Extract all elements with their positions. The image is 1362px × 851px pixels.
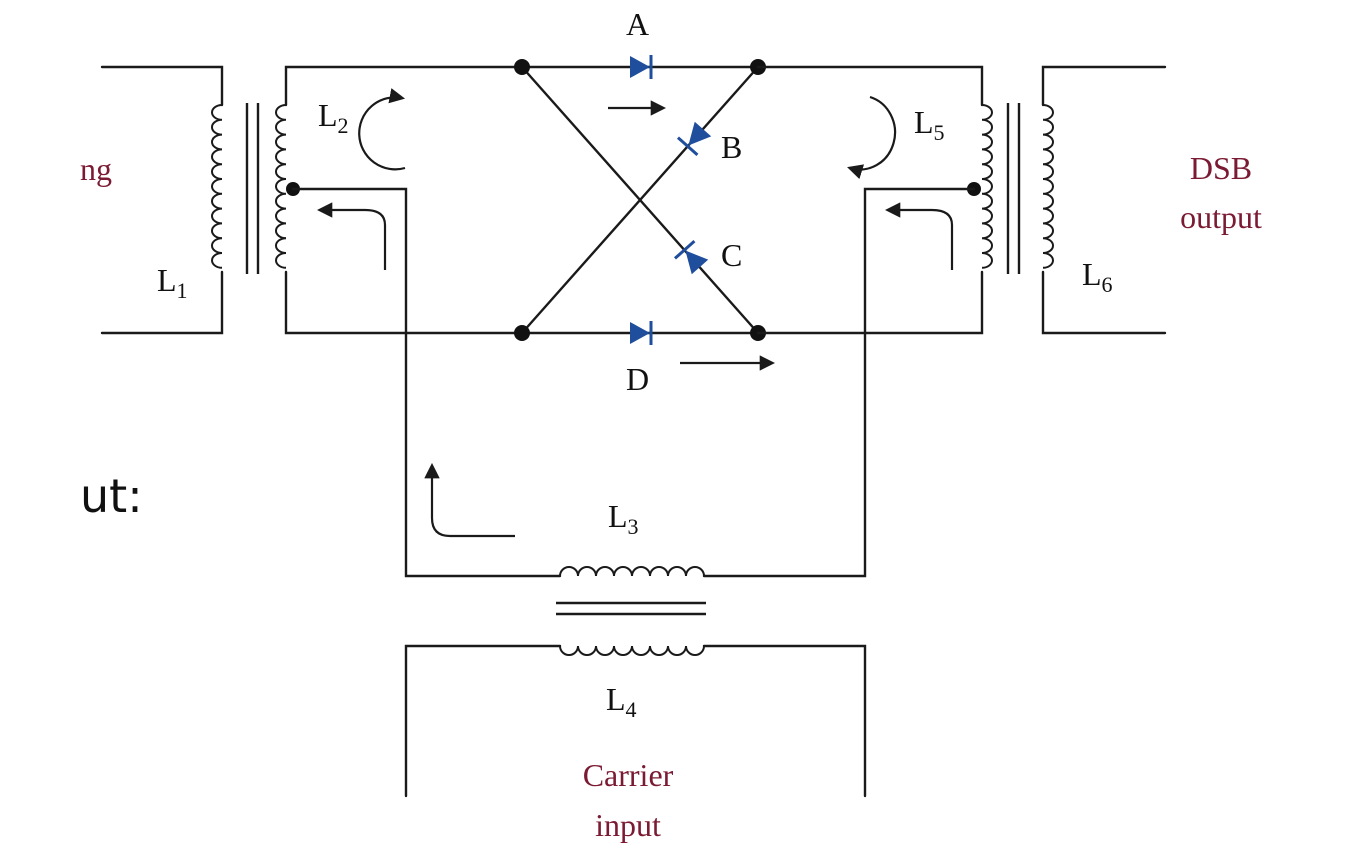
transformer-core-left [245,103,260,274]
inductor-l3-label: L3 [608,498,639,539]
left-cut-text: ut: [80,469,143,523]
diode-d [630,321,653,345]
carrier-input-label: Carrier input [583,757,674,843]
inductor-l1-label: L1 [157,262,188,303]
diode-ring [514,59,766,341]
left-cut-label: ng [80,151,112,187]
transformer-core-right [1006,103,1021,274]
carrier-winding-l4 [404,644,867,798]
svg-text:DSB: DSB [1190,150,1252,186]
inductor-l4-label: L4 [606,681,637,722]
svg-text:input: input [595,807,661,843]
svg-text:Carrier: Carrier [583,757,674,793]
transformer-core-bottom [556,601,706,616]
inductor-labels: L1 L2 L3 L4 L5 L6 [157,97,1113,722]
current-arrows [316,88,954,538]
dsb-output-label: DSB output [1180,150,1262,235]
diode-a-label: A [626,6,649,42]
inductor-l6-label: L6 [1082,256,1113,297]
diode-b [676,121,712,156]
secondary-winding-l2 [275,65,562,578]
svg-text:output: output [1180,199,1262,235]
diode-d-label: D [626,361,649,397]
diode-labels: A B C D [626,6,742,397]
diode-a [630,55,653,79]
diode-c-label: C [721,237,742,273]
inductor-l2-label: L2 [318,97,349,138]
output-winding-l6 [1041,65,1167,335]
diode-b-label: B [721,129,742,165]
inductor-l5-label: L5 [914,104,945,145]
diode-c [673,240,709,275]
secondary-winding-l5 [702,65,993,578]
carrier-winding-l3 [559,566,705,577]
input-winding-l1 [100,65,224,335]
